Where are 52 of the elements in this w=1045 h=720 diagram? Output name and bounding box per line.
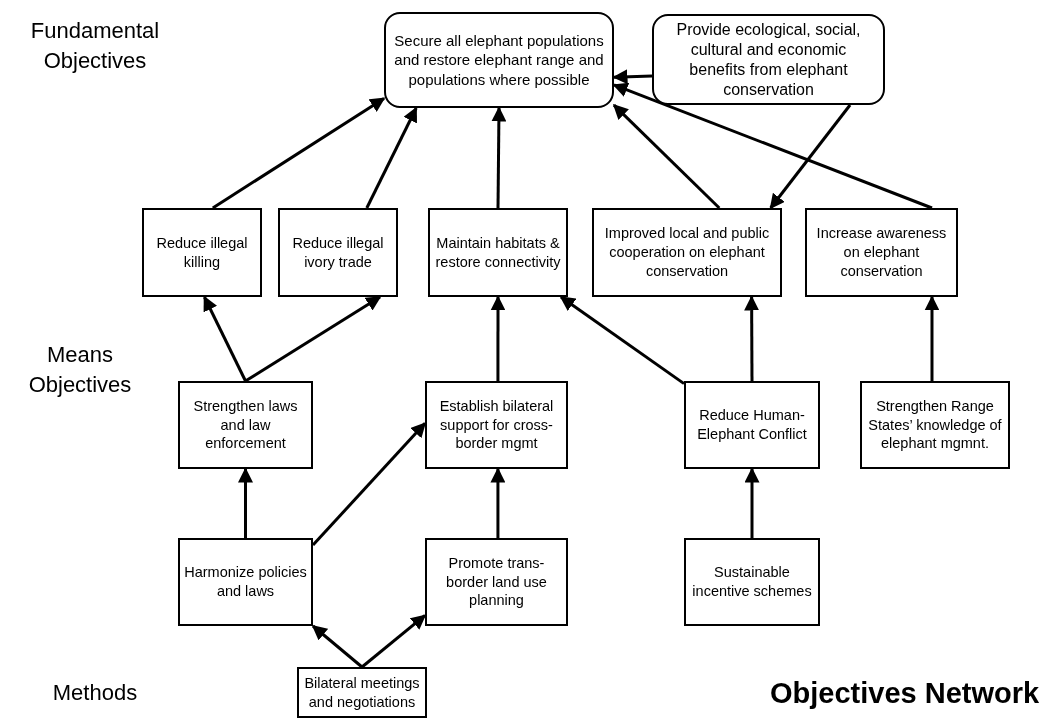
arrow [365,106,418,209]
box-text: Harmonize policies and laws [184,563,307,601]
box-text: Reduce illegal ivory trade [291,233,385,272]
arrow [203,295,247,382]
arrow [924,295,940,381]
arrow [212,97,386,210]
objective-box [297,667,427,718]
objective-box [178,538,313,626]
arrow [612,82,933,210]
diagram-title: Objectives Network [770,676,1040,711]
arrow [769,104,852,210]
objective-box [684,381,820,469]
box-text: Reduce illegal killing [155,233,249,272]
arrow [612,104,721,210]
objective-box [652,14,885,105]
arrow [744,467,760,538]
level-label: Fundamental Objectives [29,17,161,75]
box-text: Strengthen Range States’ knowledge of elephant mgmnt. [867,396,1003,454]
box-text: Promote trans-border land use planning [445,553,548,611]
level-label: Methods [51,679,139,707]
objective-box [425,381,568,469]
objective-box [384,12,614,108]
objective-box [805,208,958,297]
arrow [744,295,760,381]
arrow [490,467,506,538]
objective-box [425,538,568,626]
arrow [491,106,507,208]
box-text: Increase awareness on elephant conservation [815,224,948,281]
level-label: Means Objectives [27,341,133,399]
box-text: Bilateral meetings and negotiations [303,673,421,712]
objective-box [278,208,398,297]
arrow [244,295,382,383]
box-text: Strengthen laws and law enforcement [192,396,299,454]
objective-box [428,208,568,297]
arrow [612,69,653,85]
box-text: Improved local and public cooperation on elephant conservation [603,224,771,281]
arrow [311,624,363,669]
box-text: Provide ecological, social, cultural and economic benefits from elephant conservation [675,19,862,100]
objective-box [860,381,1010,469]
objective-box [178,381,313,469]
box-text: Secure all elephant populations and restore elephant range and populations where possible [394,30,604,90]
box-text: Maintain habitats & restore connectivity [434,233,562,272]
objective-box [684,538,820,626]
objective-box [142,208,262,297]
box-text: Establish bilateral support for cross-border mgmt [438,396,555,454]
box-text: Sustainable incentive schemes [691,563,813,601]
arrow [361,614,427,669]
box-text: Reduce Human-Elephant Conflict [696,406,808,444]
arrow [559,295,685,385]
arrow [238,467,253,538]
objective-box [592,208,782,297]
arrow [490,295,506,381]
